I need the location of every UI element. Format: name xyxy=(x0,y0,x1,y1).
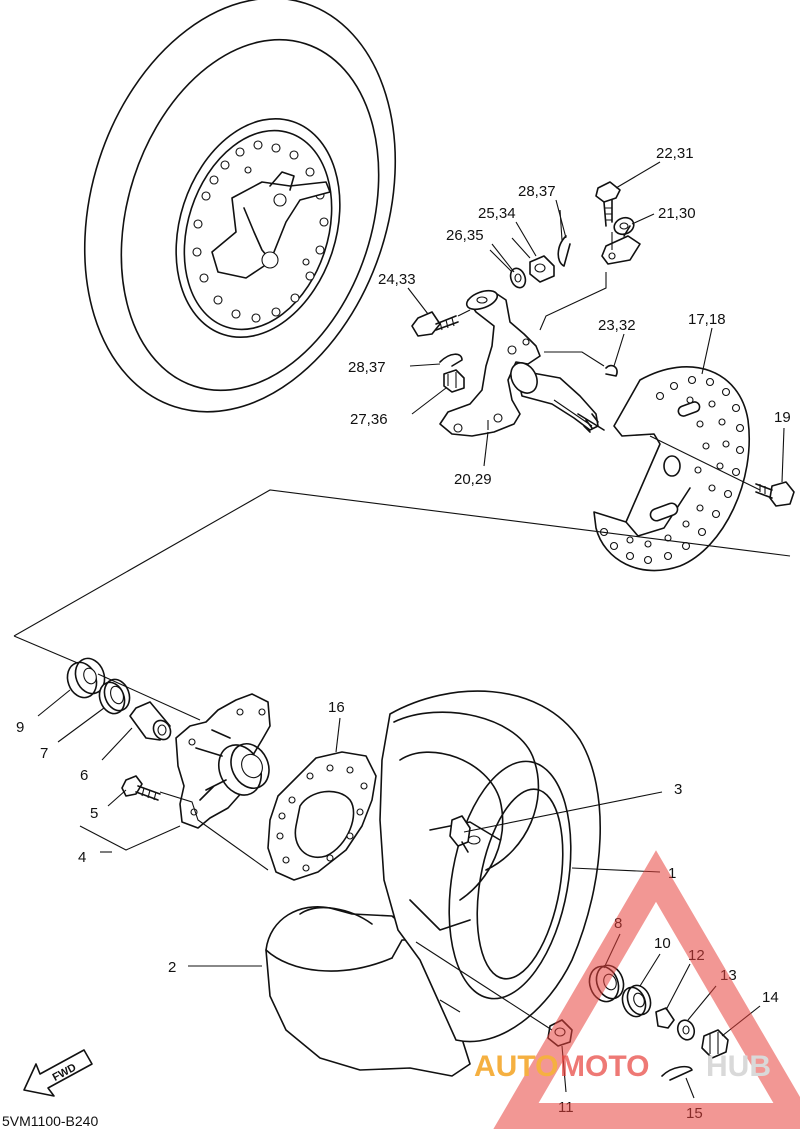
label-25-34: 25,34 xyxy=(478,205,516,222)
valve-3 xyxy=(449,815,471,853)
oil-seal-9 xyxy=(66,657,106,699)
pin-23-32 xyxy=(605,364,618,377)
stud-bolt-5 xyxy=(121,775,161,801)
assembled-disc-holes xyxy=(192,140,329,323)
diagram-code: 5VM1100-B240 xyxy=(2,1113,98,1129)
label-21-30: 21,30 xyxy=(658,205,696,222)
watermark-logo: AUTO MOTO HUB xyxy=(474,850,800,1129)
cotter-pin-28-37-upper xyxy=(557,235,571,267)
nut-25-34 xyxy=(529,255,555,283)
label-17-18: 17,18 xyxy=(688,311,726,328)
washer-13 xyxy=(676,1019,696,1041)
label-27-36: 27,36 xyxy=(350,411,388,428)
label-3: 3 xyxy=(674,781,682,798)
label-26-35: 26,35 xyxy=(446,227,484,244)
castle-nut-27-36 xyxy=(443,369,465,393)
castle-nut-14 xyxy=(701,1029,729,1059)
steering-knuckle xyxy=(439,289,605,437)
watermark-moto: MOTO xyxy=(560,1050,649,1083)
label-28-37-upper: 28,37 xyxy=(518,183,556,200)
label-4: 4 xyxy=(78,849,86,866)
bearing-7 xyxy=(98,678,131,715)
label-6: 6 xyxy=(80,767,88,784)
label-5: 5 xyxy=(90,805,98,822)
label-22-31: 22,31 xyxy=(656,145,694,162)
upper-leader-lines xyxy=(457,209,761,491)
fwd-arrow-icon xyxy=(23,1049,93,1097)
label-28-37-lower: 28,37 xyxy=(348,359,386,376)
fwd-label: FWD xyxy=(51,1062,79,1084)
label-9: 9 xyxy=(16,719,24,736)
bracket-21-30 xyxy=(601,216,641,265)
wheel-hub-4 xyxy=(175,693,271,829)
label-14: 14 xyxy=(762,989,779,1006)
plate-holes xyxy=(276,764,368,872)
watermark-auto: AUTO xyxy=(474,1050,558,1083)
disc-holes xyxy=(599,375,745,565)
label-24-33: 24,33 xyxy=(378,271,416,288)
label-7: 7 xyxy=(40,745,48,762)
brake-disc-17-18 xyxy=(593,366,750,572)
assembled-knuckle xyxy=(211,181,331,279)
washer-26-35 xyxy=(509,267,527,289)
cotter-pin-15 xyxy=(661,1065,693,1081)
label-16: 16 xyxy=(328,699,345,716)
bearing-10 xyxy=(621,984,652,1018)
bolt-24-33 xyxy=(411,311,459,337)
plate-16 xyxy=(267,751,377,881)
spacer-6 xyxy=(129,701,172,741)
warning-triangle-icon xyxy=(493,850,800,1129)
cotter-pin-28-37-lower xyxy=(439,353,463,367)
spacer-12 xyxy=(655,1007,675,1029)
section-plane xyxy=(13,489,791,665)
label-1: 1 xyxy=(668,865,676,882)
label-20-29: 20,29 xyxy=(454,471,492,488)
bolt-22-31 xyxy=(595,181,621,227)
lower-leader-lines xyxy=(79,673,553,1031)
assembled-wheel-view xyxy=(83,0,397,413)
label-10: 10 xyxy=(654,935,671,952)
bolt-19 xyxy=(755,481,795,507)
label-19: 19 xyxy=(774,409,791,426)
watermark-hub: HUB xyxy=(706,1050,771,1083)
label-2: 2 xyxy=(168,959,176,976)
fwd-arrow: FWD xyxy=(23,1049,93,1097)
label-23-32: 23,32 xyxy=(598,317,636,334)
